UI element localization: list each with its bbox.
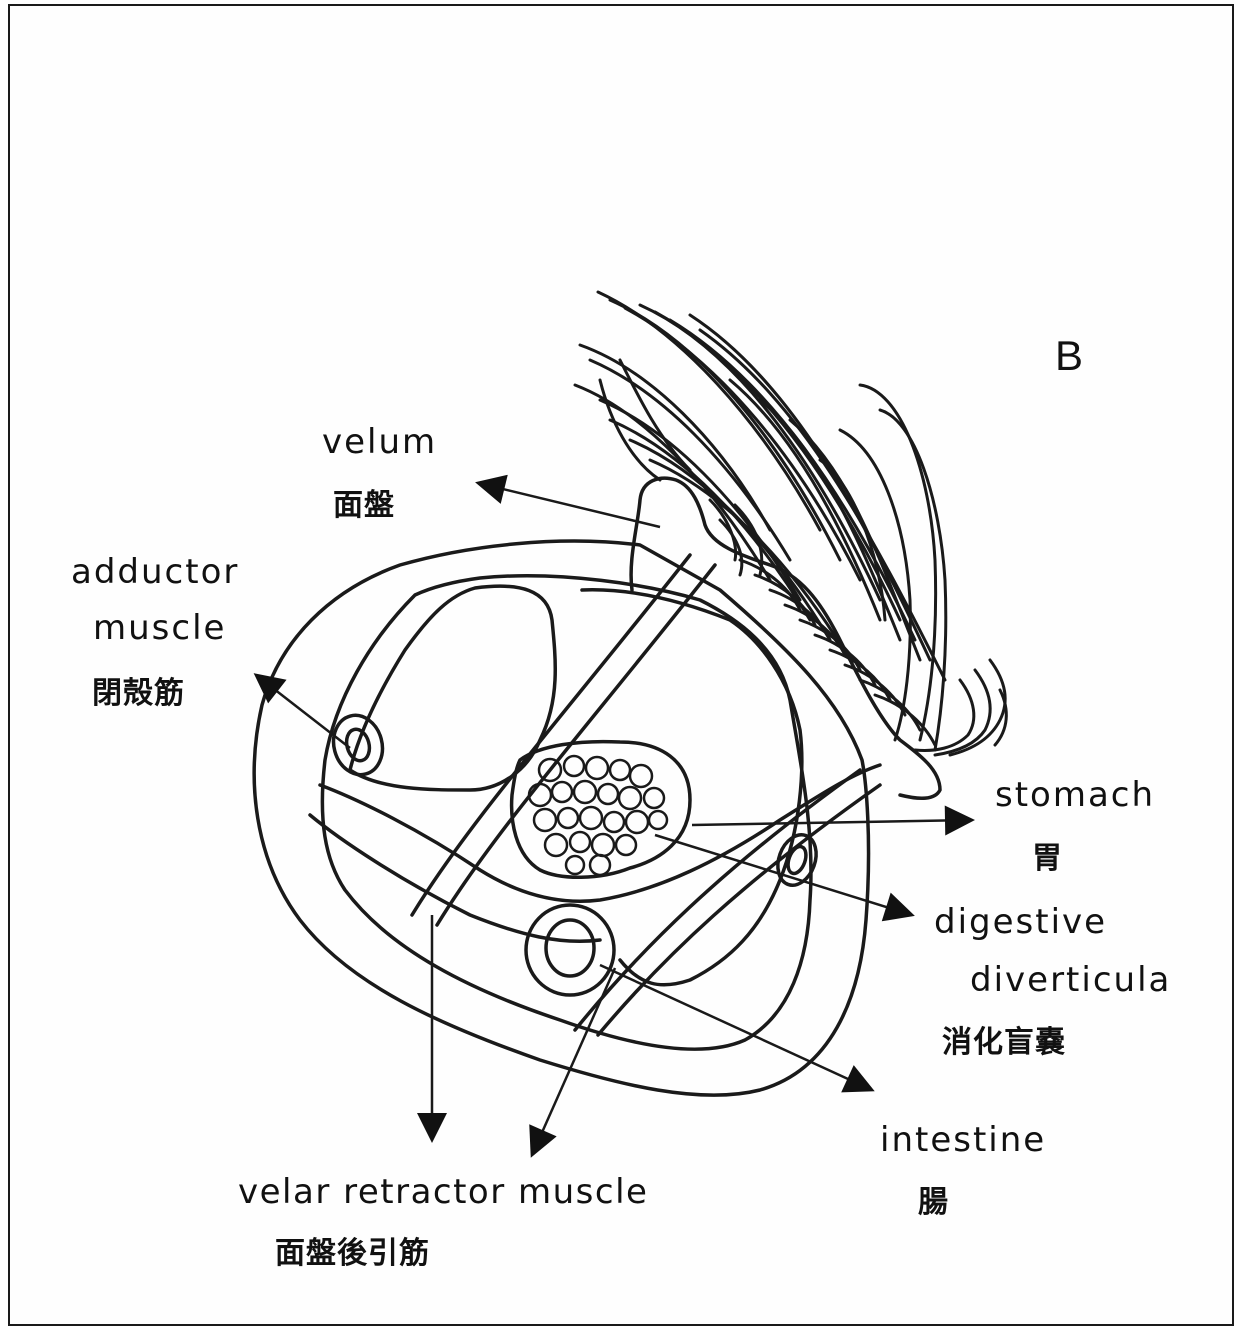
retractor-band-3 bbox=[575, 770, 860, 1030]
adductor-arrow bbox=[256, 675, 350, 748]
intestine-loop-inner bbox=[546, 920, 594, 976]
posterior-adductor-inner bbox=[785, 844, 810, 876]
velum-lobe bbox=[631, 478, 940, 798]
inner-mantle bbox=[322, 576, 811, 1049]
digestive-label-jp: 消化盲嚢 bbox=[942, 1017, 1066, 1061]
digestive-label-2: diverticula bbox=[970, 960, 1171, 1000]
velar-retractor-label: velar retractor muscle bbox=[238, 1172, 648, 1212]
velum-label: velum bbox=[322, 422, 437, 462]
adductor-label-2: muscle bbox=[93, 608, 226, 648]
stomach-label-jp: 胃 bbox=[1032, 833, 1063, 877]
diverticula-cells bbox=[529, 756, 667, 875]
intestine-label-jp: 腸 bbox=[918, 1177, 949, 1221]
velum-cilia bbox=[575, 292, 1006, 755]
adductor-label-1: adductor bbox=[71, 552, 239, 592]
adductor-label-jp: 閉殻筋 bbox=[92, 668, 185, 712]
intestine-label: intestine bbox=[880, 1120, 1046, 1160]
intestine-arrow bbox=[600, 965, 872, 1090]
stomach-label: stomach bbox=[995, 775, 1155, 815]
panel-letter: B bbox=[1055, 332, 1083, 380]
velar-retractor-label-jp: 面盤後引筋 bbox=[275, 1228, 430, 1272]
velum-arrow bbox=[478, 483, 660, 527]
digestive-label-1: digestive bbox=[934, 902, 1107, 942]
velum-label-jp: 面盤 bbox=[333, 480, 395, 524]
